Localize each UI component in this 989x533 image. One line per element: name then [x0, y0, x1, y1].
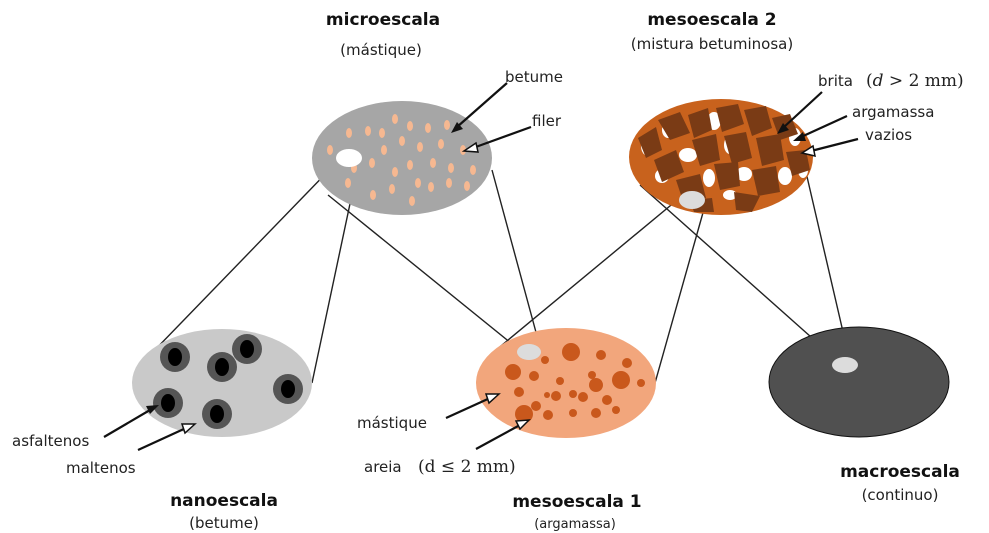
mesoscale1-title: mesoescala 1 — [512, 492, 641, 512]
connector-micro-meso1-left — [328, 195, 522, 352]
arrow-mastique — [446, 398, 490, 418]
mesoscale1-mortar-ellipse — [476, 328, 656, 438]
label-areia-size: (d ≤ 2 mm) — [418, 457, 516, 477]
label-brita: brita — [818, 72, 853, 90]
mesoscale1-subtitle: (argamassa) — [534, 517, 616, 532]
nanoscale-bitumen-ellipse — [132, 329, 312, 437]
macroscale-continuum-ellipse — [769, 327, 949, 437]
label-maltenos: maltenos — [66, 459, 136, 477]
label-mastique: mástique — [357, 414, 427, 432]
mastic-sample-hole — [517, 344, 541, 360]
label-filer: filer — [532, 112, 562, 130]
microscale-title: microescala — [326, 10, 440, 30]
arrow-argamassa — [801, 116, 847, 137]
mesoscale2-mixture-ellipse — [629, 99, 813, 215]
arrow-betume — [457, 83, 507, 127]
mortar-sample-hole — [679, 191, 705, 209]
macroscale-subtitle: (continuo) — [862, 486, 939, 504]
arrow-asfaltenos — [104, 410, 150, 437]
label-vazios: vazios — [865, 126, 912, 144]
nanoscale-title: nanoescala — [170, 491, 278, 511]
mesoscale2-subtitle: (mistura betuminosa) — [631, 35, 793, 53]
bitumen-sample-hole — [336, 149, 362, 167]
connector-meso2-meso1-right — [655, 202, 706, 383]
label-asfaltenos: asfaltenos — [12, 432, 89, 450]
label-brita-size: (d > 2 mm) — [866, 71, 964, 91]
macroscale-title: macroescala — [840, 462, 960, 482]
label-betume: betume — [505, 68, 563, 86]
microscale-mastic-ellipse — [312, 101, 492, 215]
microscale-subtitle: (mástique) — [340, 41, 422, 59]
arrow-vazios — [811, 139, 858, 151]
mixture-sample-hole — [832, 357, 858, 373]
mesoscale2-title: mesoescala 2 — [647, 10, 776, 30]
connector-micro-nano-left — [150, 162, 337, 355]
nanoscale-subtitle: (betume) — [189, 514, 259, 532]
label-areia: areia — [364, 458, 402, 476]
label-argamassa: argamassa — [852, 103, 934, 121]
arrow-maltenos — [138, 428, 186, 450]
arrow-brita — [784, 92, 822, 127]
arrow-areia — [476, 425, 520, 449]
